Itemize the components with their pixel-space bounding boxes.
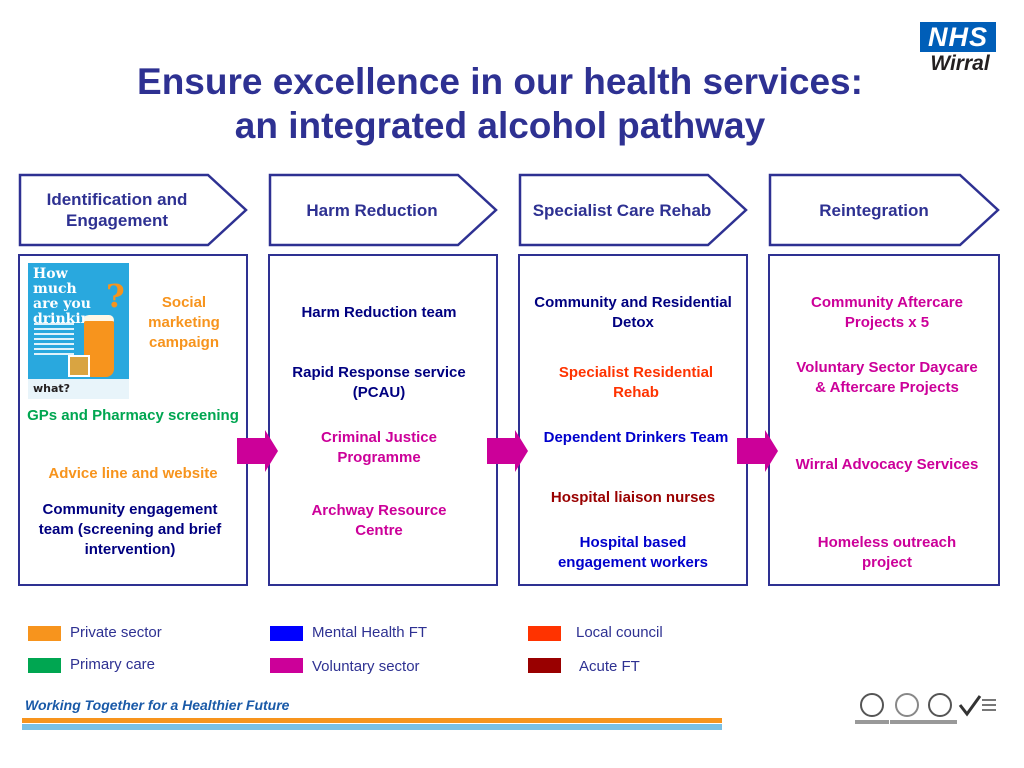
hospital-liaison-nurses: Hospital liaison nurses	[550, 489, 716, 506]
advice-line-website: Advice line and website	[48, 465, 218, 482]
legend-label-voluntary: Voluntary sector	[312, 658, 420, 675]
poster-footer-strip	[28, 379, 129, 399]
criminal-justice-programme: Criminal Justice Programme	[321, 429, 437, 466]
connector-arrow-icon	[237, 430, 278, 472]
positive-about-disabled-icon	[958, 695, 996, 717]
voluntary-daycare-aftercare: Voluntary Sector Daycare & Aftercare Pro…	[796, 359, 978, 396]
legend-label-primary-care: Primary care	[70, 656, 156, 673]
homeless-outreach-project: Homeless outreach project	[817, 534, 957, 571]
community-residential-detox: Community and Residential Detox	[534, 294, 732, 331]
legend-label-mental-health: Mental Health FT	[312, 624, 428, 641]
page-title-line-2: an integrated alcohol pathway	[234, 105, 766, 146]
badge-caption	[890, 720, 924, 724]
connector-arrow-icon	[487, 430, 528, 472]
panel-specialist-care	[518, 254, 748, 586]
specialist-residential-rehab: Specialist Residential Rehab	[558, 364, 714, 401]
wirral-advocacy-services: Wirral Advocacy Services	[795, 456, 979, 473]
panel-reintegration	[768, 254, 1000, 586]
community-engagement-team: Community engagement team (screening and…	[38, 501, 222, 558]
legend-label-private: Private sector	[70, 624, 162, 641]
stage-chevron-shape	[18, 173, 248, 247]
legend-swatch-mental-health	[270, 626, 303, 641]
stage-reintegration: Reintegration	[768, 173, 1000, 247]
harm-reduction-team: Harm Reduction team	[301, 304, 457, 321]
beer-foam-shape	[84, 315, 114, 325]
seal-badge-icon	[928, 693, 952, 717]
poster-small-print	[34, 323, 74, 358]
dependent-drinkers-team: Dependent Drinkers Team	[543, 429, 729, 446]
stage-identification: Identification and Engagement	[18, 173, 248, 247]
whisky-glass-icon	[68, 355, 90, 377]
accreditation-badge-caption	[855, 720, 889, 724]
legend-swatch-primary-care	[28, 658, 61, 673]
page-title: Ensure excellence in our health services…	[60, 60, 940, 148]
stage-chevron-shape	[518, 173, 748, 247]
nhs-logo-box: NHS	[920, 22, 996, 52]
mindful-employer-badge-icon	[895, 693, 919, 717]
stage-label: Identification and Engagement	[46, 190, 188, 230]
campaign-poster-image: How much are you drinking ? what?	[28, 263, 129, 399]
stage-label: Reintegration	[819, 200, 929, 220]
poster-question-mark: ?	[106, 277, 125, 315]
nhs-wirral-logo: NHS Wirral	[920, 22, 1000, 76]
badge-caption	[923, 720, 957, 724]
nhs-logo-org: Wirral	[930, 52, 990, 75]
rapid-response-service: Rapid Response service (PCAU)	[292, 364, 466, 401]
hospital-engagement-workers: Hospital based engagement workers	[557, 534, 709, 571]
poster-headline: How much are you drinking	[33, 266, 101, 327]
footer-orange-bar	[22, 718, 722, 723]
stage-chevron-shape	[768, 173, 1000, 247]
archway-resource-centre: Archway Resource Centre	[311, 502, 447, 539]
gps-pharmacy-screening: GPs and Pharmacy screening	[27, 407, 239, 424]
panel-harm-reduction	[268, 254, 498, 586]
legend-label-acute: Acute FT	[579, 658, 640, 675]
footer-slogan: Working Together for a Healthier Future	[25, 697, 290, 713]
accreditation-badge-icon	[860, 693, 884, 717]
legend-swatch-acute	[528, 658, 561, 673]
legend-swatch-local-council	[528, 626, 561, 641]
stage-label: Specialist Care Rehab	[532, 200, 712, 220]
social-marketing-campaign: Social marketing campaign	[148, 294, 220, 351]
connector-arrow-icon	[737, 430, 778, 472]
footer-blue-bar	[22, 724, 722, 730]
stage-specialist-care: Specialist Care Rehab	[518, 173, 748, 247]
stage-harm-reduction: Harm Reduction	[268, 173, 498, 247]
page-title-line-1: Ensure excellence in our health services…	[137, 61, 863, 102]
community-aftercare-projects: Community Aftercare Projects x 5	[811, 294, 963, 331]
panel-identification	[18, 254, 248, 586]
poster-brand: what?	[33, 382, 71, 395]
stage-chevron-shape	[268, 173, 498, 247]
legend-label-local-council: Local council	[576, 624, 663, 641]
legend-swatch-voluntary	[270, 658, 303, 673]
legend-swatch-private	[28, 626, 61, 641]
stage-label: Harm Reduction	[306, 200, 438, 220]
